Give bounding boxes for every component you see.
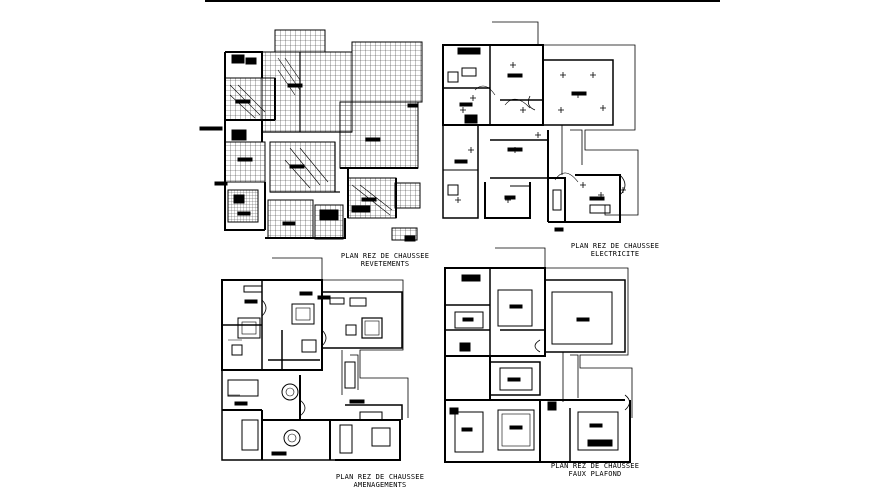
plan-faux-plafond	[444, 247, 633, 463]
caption-electricite: PLAN REZ DE CHAUSSEE ELECTRICITE	[560, 242, 670, 258]
sheet-border-line	[205, 0, 720, 2]
caption-amenagements: PLAN REZ DE CHAUSSEE AMENAGEMENTS	[325, 473, 435, 489]
caption-amenagements-line1: PLAN REZ DE CHAUSSEE	[335, 473, 425, 481]
caption-revetements: PLAN REZ DE CHAUSSEE REVETEMENTS	[330, 252, 440, 268]
caption-faux-plafond-line2: FAUX PLAFOND	[568, 470, 622, 478]
caption-revetements-line1: PLAN REZ DE CHAUSSEE	[340, 252, 430, 260]
caption-electricite-line2: ELECTRICITE	[590, 250, 640, 258]
plan-amenagements	[221, 257, 409, 461]
caption-revetements-line2: REVETEMENTS	[360, 260, 410, 268]
plan-revetements	[199, 29, 423, 242]
caption-faux-plafond-line1: PLAN REZ DE CHAUSSEE	[550, 462, 640, 470]
caption-electricite-line1: PLAN REZ DE CHAUSSEE	[570, 242, 660, 250]
caption-faux-plafond: PLAN REZ DE CHAUSSEE FAUX PLAFOND	[540, 462, 650, 478]
plan-electricite	[442, 21, 639, 232]
caption-amenagements-line2: AMENAGEMENTS	[353, 481, 407, 489]
